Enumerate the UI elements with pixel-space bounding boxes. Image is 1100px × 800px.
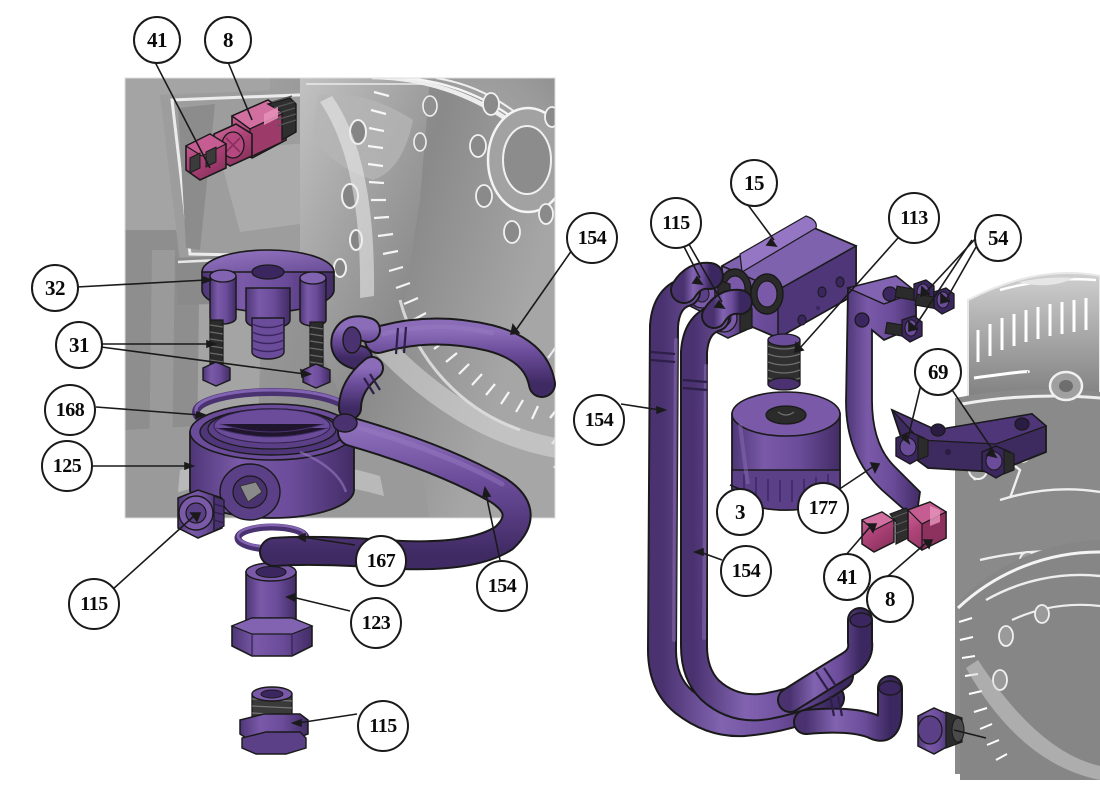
- part-113-filter-stud: [767, 333, 801, 391]
- engine-block-right: [940, 268, 1100, 780]
- leader-lines: [76, 61, 998, 739]
- part-154-hose-long-pair: [646, 261, 903, 742]
- part-plug-bottom-right: [917, 707, 965, 755]
- part-32-mounting-flange: [201, 249, 335, 360]
- callout-15[interactable]: 15: [730, 159, 778, 207]
- part-154-hose-left-assembly: [259, 315, 556, 571]
- callout-177[interactable]: 177: [797, 482, 849, 534]
- part-31-flange-bolt-right: [302, 321, 331, 389]
- callout-154-d[interactable]: 154: [720, 545, 772, 597]
- flywheel: [356, 78, 555, 469]
- callout-113[interactable]: 113: [888, 192, 940, 244]
- callout-41-bot[interactable]: 41: [823, 553, 871, 601]
- callout-32[interactable]: 32: [31, 264, 79, 312]
- callout-168[interactable]: 168: [44, 384, 96, 436]
- part-115-side-plug: [177, 489, 225, 539]
- callout-167[interactable]: 167: [355, 535, 407, 587]
- callout-31[interactable]: 31: [55, 321, 103, 369]
- callout-8-bot[interactable]: 8: [866, 575, 914, 623]
- part-69-mounting-bolt-a: [895, 431, 929, 465]
- callout-154-c[interactable]: 154: [573, 394, 625, 446]
- callout-123[interactable]: 123: [350, 597, 402, 649]
- callout-154-a[interactable]: 154: [566, 212, 618, 264]
- callout-115-a[interactable]: 115: [68, 578, 120, 630]
- callout-8-top[interactable]: 8: [204, 16, 252, 64]
- part-31-flange-bolt-left: [202, 319, 231, 387]
- part-54-bracket-bolt-c: [884, 315, 923, 343]
- callout-125[interactable]: 125: [41, 440, 93, 492]
- callout-54[interactable]: 54: [974, 214, 1022, 262]
- part-115-bottom-plug: [239, 686, 309, 755]
- callout-115-c[interactable]: 115: [650, 197, 702, 249]
- callout-3[interactable]: 3: [716, 488, 764, 536]
- callout-115-b[interactable]: 115: [357, 700, 409, 752]
- part-125-filter-housing: [189, 403, 355, 521]
- callout-41-top[interactable]: 41: [133, 16, 181, 64]
- part-8-oil-pressure-sensor: [184, 95, 297, 181]
- callout-154-b[interactable]: 154: [476, 560, 528, 612]
- part-123-adapter-nipple: [230, 562, 314, 657]
- callout-69[interactable]: 69: [914, 348, 962, 396]
